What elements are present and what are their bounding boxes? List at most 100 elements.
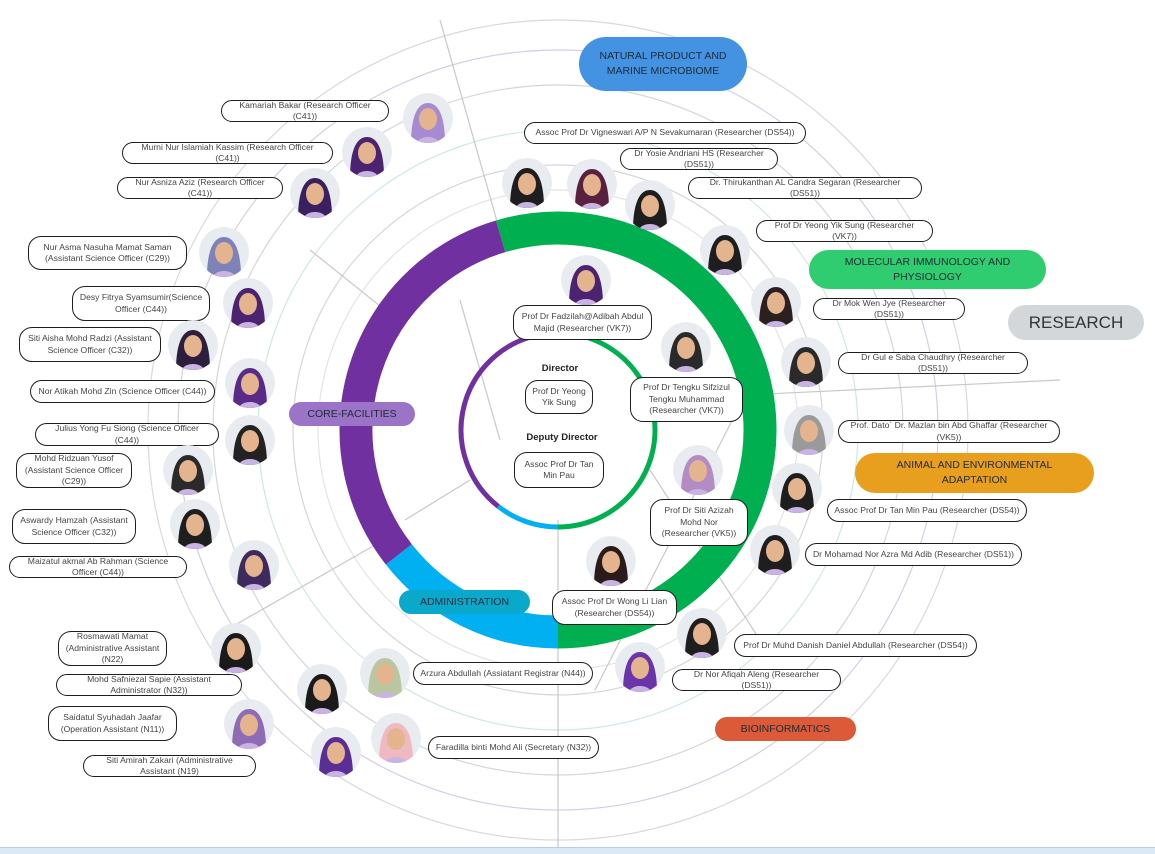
person-label[interactable]: Murni Nur Islamiah Kassim (Research Offi… (122, 142, 333, 164)
person-photo (360, 648, 410, 698)
category-bioinformatics[interactable]: BIOINFORMATICS (715, 717, 856, 741)
avatar-icon (170, 499, 220, 549)
person-label[interactable]: Dr. Thirukanthan AL Candra Segaran (Rese… (688, 177, 922, 199)
person-label[interactable]: Prof Dr Siti Azizah Mohd Nor (Researcher… (650, 499, 748, 546)
person-label[interactable]: Maizatul akmal Ab Rahman (Science Office… (9, 556, 187, 578)
connector-line (309, 249, 386, 311)
avatar-icon (561, 255, 611, 305)
person-photo (229, 540, 279, 590)
person-label[interactable]: Dr Yosie Andriani HS (Researcher (DS51)) (620, 148, 778, 170)
category-molecular-immunology[interactable]: MOLECULAR IMMUNOLOGY AND PHYSIOLOGY (809, 250, 1046, 289)
person-label[interactable]: Faradilla binti Mohd Ali (Secretary (N32… (428, 736, 599, 759)
person-photo (170, 499, 220, 549)
person-label[interactable]: Rosmawati Mamat (Administrative Assistan… (58, 631, 167, 666)
person-photo (673, 445, 723, 495)
avatar-icon (567, 159, 617, 209)
avatar-icon (311, 727, 361, 777)
avatar-icon (502, 158, 552, 208)
person-label[interactable]: Kamariah Bakar (Research Officer (C41)) (221, 100, 389, 122)
person-photo (561, 255, 611, 305)
person-label[interactable]: Dr Gul e Saba Chaudhry (Researcher (DS51… (838, 352, 1028, 374)
person-label[interactable]: Prof Dr Tengku Sifzizul Tengku Muhammad … (630, 377, 743, 422)
avatar-icon (615, 642, 665, 692)
person-photo (700, 225, 750, 275)
person-label[interactable]: Saidatul Syuhadah Jaafar (Operation Assi… (48, 706, 177, 741)
person-label[interactable]: Nur Asma Nasuha Mamat Saman (Assistant S… (28, 236, 187, 270)
avatar-icon (625, 180, 675, 230)
connector-line (439, 19, 501, 233)
person-label[interactable]: Dr Nor Afiqah Aleng (Researcher (DS51)) (672, 669, 841, 691)
director-name[interactable]: Prof Dr Yeong Yik Sung (525, 380, 593, 414)
person-label[interactable]: Prof. Dato` Dr. Mazlan bin Abd Ghaffar (… (838, 420, 1060, 443)
connector-line (234, 544, 376, 626)
avatar-icon (297, 664, 347, 714)
person-label[interactable]: Nur Asniza Aziz (Research Officer (C41)) (117, 177, 283, 199)
bottom-scroll-bar (0, 847, 1155, 854)
person-photo (661, 322, 711, 372)
person-photo (297, 664, 347, 714)
person-photo (211, 623, 261, 673)
avatar-icon (750, 525, 800, 575)
person-label[interactable]: Assoc Prof Dr Vigneswari A/P N Sevakumar… (524, 122, 806, 144)
avatar-icon (342, 127, 392, 177)
person-photo (586, 536, 636, 586)
person-label[interactable]: Julius Yong Fu Siong (Science Officer (C… (35, 423, 219, 446)
avatar-icon (360, 648, 410, 698)
avatar-icon (403, 93, 453, 143)
person-label[interactable]: Assoc Prof Dr Tan Min Pau (Researcher (D… (827, 499, 1027, 522)
person-label[interactable]: Dr Mohamad Nor Azra Md Adib (Researcher … (805, 543, 1022, 566)
person-photo (225, 358, 275, 408)
connector-line (404, 479, 471, 521)
person-label[interactable]: Prof Dr Fadzilah@Adibah Abdul Majid (Res… (513, 305, 652, 340)
director-title: Director (541, 363, 579, 374)
person-photo (225, 415, 275, 465)
category-core-facilities[interactable]: CORE-FACILITIES (289, 402, 415, 426)
person-label[interactable]: Aswardy Hamzah (Assistant Science Office… (12, 509, 136, 544)
person-photo (502, 158, 552, 208)
category-research[interactable]: RESEARCH (1008, 305, 1144, 340)
avatar-icon (199, 227, 249, 277)
deputy-director-name[interactable]: Assoc Prof Dr Tan Min Pau (514, 452, 604, 488)
category-natural-product[interactable]: NATURAL PRODUCT AND MARINE MICROBIOME (579, 37, 747, 91)
person-photo (567, 159, 617, 209)
inner-admin-segment (496, 504, 559, 530)
person-photo (751, 277, 801, 327)
avatar-icon (163, 445, 213, 495)
person-label[interactable]: Nor Atikah Mohd Zin (Science Officer (C4… (30, 380, 215, 403)
person-photo (615, 642, 665, 692)
avatar-icon (225, 415, 275, 465)
avatar-icon (677, 608, 727, 658)
person-photo (677, 608, 727, 658)
inner-core-segment (458, 334, 532, 509)
person-photo (311, 727, 361, 777)
avatar-icon (168, 320, 218, 370)
person-photo (224, 699, 274, 749)
person-photo (223, 278, 273, 328)
person-label[interactable]: Prof Dr Yeong Yik Sung (Researcher (VK7)… (756, 220, 933, 242)
person-label[interactable]: Mohd Ridzuan Yusof (Assistant Science Of… (16, 453, 132, 488)
category-administration[interactable]: ADMINISTRATION (399, 590, 530, 614)
avatar-icon (784, 405, 834, 455)
person-label[interactable]: Assoc Prof Dr Wong Li Lian (Researcher (… (552, 590, 677, 625)
person-label[interactable]: Siti Aisha Mohd Radzi (Assistant Science… (19, 327, 161, 362)
person-photo (199, 227, 249, 277)
person-photo (403, 93, 453, 143)
avatar-icon (290, 168, 340, 218)
avatar-icon (751, 277, 801, 327)
avatar-icon (673, 445, 723, 495)
avatar-icon (225, 358, 275, 408)
person-photo (625, 180, 675, 230)
person-label[interactable]: Desy Fitrya Syamsumir(Science Officer (C… (72, 286, 210, 321)
person-label[interactable]: Arzura Abdullah (Assiatant Registrar (N4… (413, 662, 593, 685)
avatar-icon (229, 540, 279, 590)
person-label[interactable]: Mohd Safniezal Sapie (Assistant Administ… (56, 674, 242, 696)
person-photo (290, 168, 340, 218)
avatar-icon (781, 337, 831, 387)
category-animal-environmental[interactable]: ANIMAL AND ENVIRONMENTAL ADAPTATION (855, 453, 1094, 493)
person-photo (163, 445, 213, 495)
avatar-icon (223, 278, 273, 328)
person-label[interactable]: Siti Amirah Zakari (Administrative Assis… (83, 755, 256, 777)
person-label[interactable]: Dr Mok Wen Jye (Researcher (DS51)) (813, 298, 965, 320)
person-photo (342, 127, 392, 177)
person-label[interactable]: Prof Dr Muhd Danish Daniel Abdullah (Res… (734, 634, 977, 657)
